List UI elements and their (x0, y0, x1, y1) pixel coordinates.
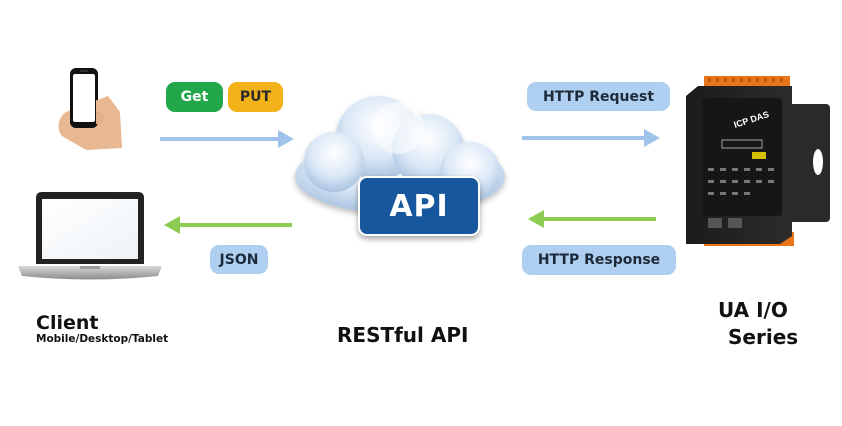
api-box: API (358, 176, 480, 236)
laptop-icon (18, 192, 162, 280)
client-subtitle: Mobile/Desktop/Tablet (36, 333, 169, 345)
arrow-api-to-client (164, 216, 292, 234)
arrow-client-to-api (160, 130, 294, 148)
get-method-badge: Get (166, 82, 223, 112)
http-request-label: HTTP Request (527, 82, 670, 111)
arrow-api-to-device (522, 129, 660, 147)
smartphone-icon (58, 68, 122, 150)
device-caption-line1: UA I/O (718, 298, 788, 322)
client-title: Client (36, 312, 99, 334)
ua-io-device-icon: ICP DAS (686, 76, 830, 246)
restful-api-caption: RESTful API (337, 323, 469, 347)
arrow-device-to-api (528, 210, 656, 228)
http-response-label: HTTP Response (522, 245, 676, 275)
json-label: JSON (210, 245, 268, 274)
device-caption-line2: Series (728, 325, 799, 349)
put-method-badge: PUT (228, 82, 283, 112)
